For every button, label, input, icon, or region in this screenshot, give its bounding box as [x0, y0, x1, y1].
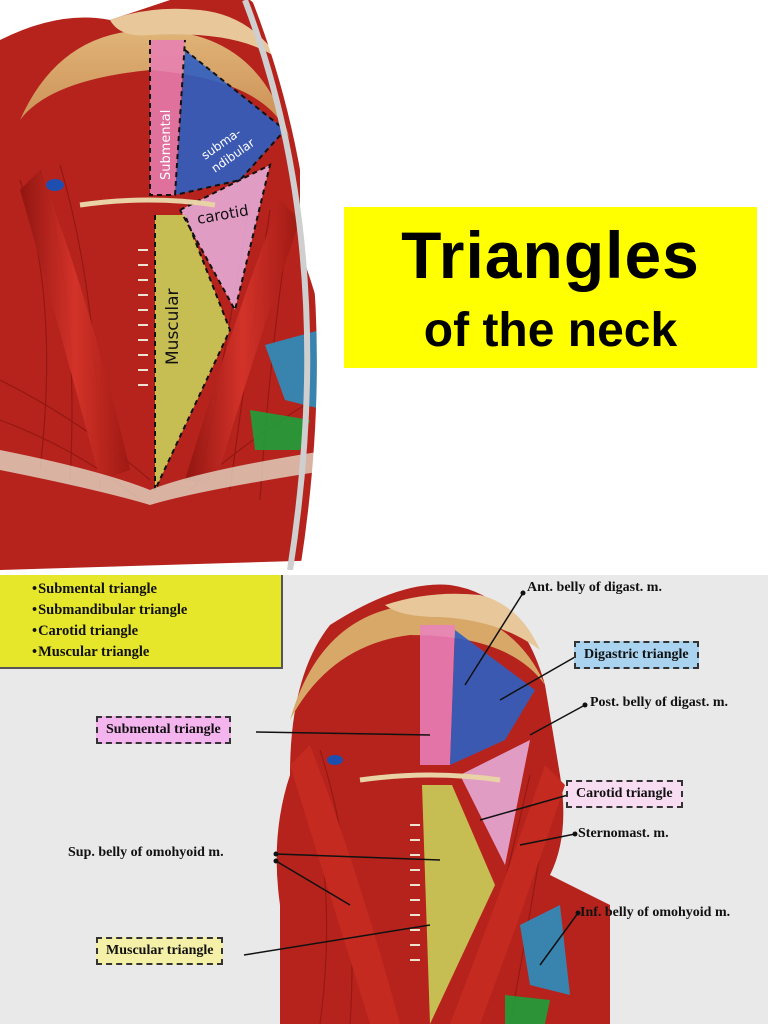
triangle-list: Submental triangle Submandibular triangl…	[0, 575, 283, 669]
box-digastric-triangle: Digastric triangle	[574, 641, 699, 669]
page-subtitle: of the neck	[344, 303, 757, 358]
list-item: Muscular triangle	[32, 642, 281, 663]
label-sup-belly-omohyoid: Sup. belly of omohyoid m.	[68, 845, 224, 861]
page-title: Triangles	[344, 217, 757, 293]
label-sternomastoid: Sternomast. m.	[578, 826, 669, 842]
label-post-belly-digastric: Post. belly of digast. m.	[590, 695, 728, 711]
box-submental-triangle: Submental triangle	[96, 716, 231, 744]
top-label-muscular: Muscular	[163, 288, 183, 365]
box-muscular-triangle: Muscular triangle	[96, 937, 223, 965]
bottom-labeled-diagram: Submental triangle Submandibular triangl…	[0, 575, 768, 1024]
list-item: Submandibular triangle	[32, 600, 281, 621]
list-item: Submental triangle	[32, 579, 281, 600]
label-ant-belly-digastric: Ant. belly of digast. m.	[527, 580, 662, 596]
label-inf-belly-omohyoid: Inf. belly of omohyoid m.	[580, 905, 730, 921]
top-label-submental: Submental	[159, 110, 174, 180]
neck-anatomy-illustration-top: Submental subma- ndibular carotid Muscul…	[0, 0, 340, 570]
title-box: Triangles of the neck	[344, 207, 757, 368]
list-item: Carotid triangle	[32, 621, 281, 642]
box-carotid-triangle: Carotid triangle	[566, 780, 683, 808]
